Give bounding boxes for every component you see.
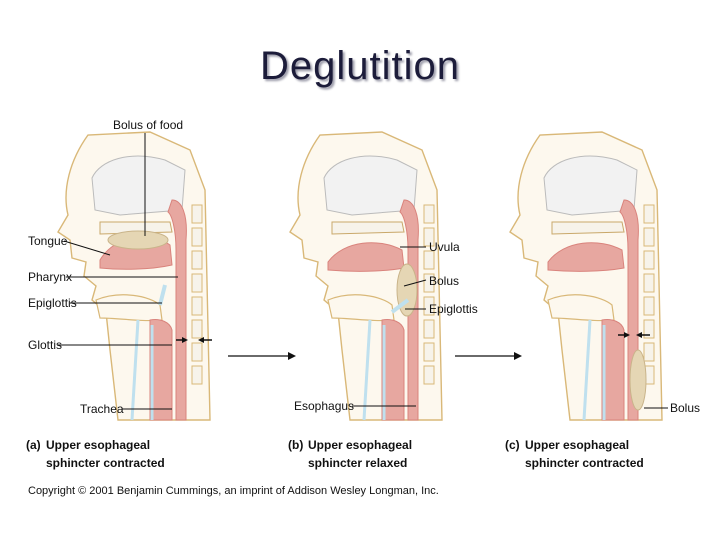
- label-esophagus: Esophagus: [294, 399, 354, 413]
- panel-b-diagram: [288, 130, 444, 422]
- arrow-a-to-b: [228, 352, 296, 360]
- caption-c-line2: sphincter contracted: [525, 456, 644, 470]
- caption-b-letter: (b): [288, 438, 303, 452]
- caption-b-line2: sphincter relaxed: [308, 456, 407, 470]
- label-epiglottis-b: Epiglottis: [429, 302, 478, 316]
- caption-a-line1: Upper esophageal: [46, 438, 150, 452]
- label-pharynx: Pharynx: [28, 270, 72, 284]
- label-trachea: Trachea: [80, 402, 124, 416]
- caption-c-letter: (c): [505, 438, 520, 452]
- panel-a-labels: Bolus of food Tongue Pharynx Epiglottis …: [28, 118, 183, 416]
- caption-a-line2: sphincter contracted: [46, 456, 165, 470]
- label-bolus-c: Bolus: [670, 401, 700, 415]
- copyright-notice: Copyright © 2001 Benjamin Cummings, an i…: [28, 485, 439, 497]
- panel-b-labels: Uvula Bolus Epiglottis Esophagus: [294, 240, 478, 413]
- panel-c-labels: Bolus: [644, 401, 700, 415]
- label-epiglottis: Epiglottis: [28, 296, 77, 310]
- caption-a: (a) Upper esophageal sphincter contracte…: [26, 438, 165, 470]
- label-glottis: Glottis: [28, 338, 62, 352]
- label-bolus-of-food: Bolus of food: [113, 118, 183, 132]
- panel-a-diagram: [56, 130, 212, 422]
- arrow-b-to-c: [455, 352, 522, 360]
- caption-c: (c) Upper esophageal sphincter contracte…: [505, 438, 644, 470]
- caption-b: (b) Upper esophageal sphincter relaxed: [288, 438, 412, 470]
- caption-b-line1: Upper esophageal: [308, 438, 412, 452]
- caption-a-letter: (a): [26, 438, 41, 452]
- caption-c-line1: Upper esophageal: [525, 438, 629, 452]
- panel-c-diagram: [508, 130, 664, 422]
- label-bolus: Bolus: [429, 274, 459, 288]
- label-tongue: Tongue: [28, 234, 68, 248]
- page-title: Deglutition: [259, 44, 460, 88]
- label-uvula: Uvula: [429, 240, 460, 254]
